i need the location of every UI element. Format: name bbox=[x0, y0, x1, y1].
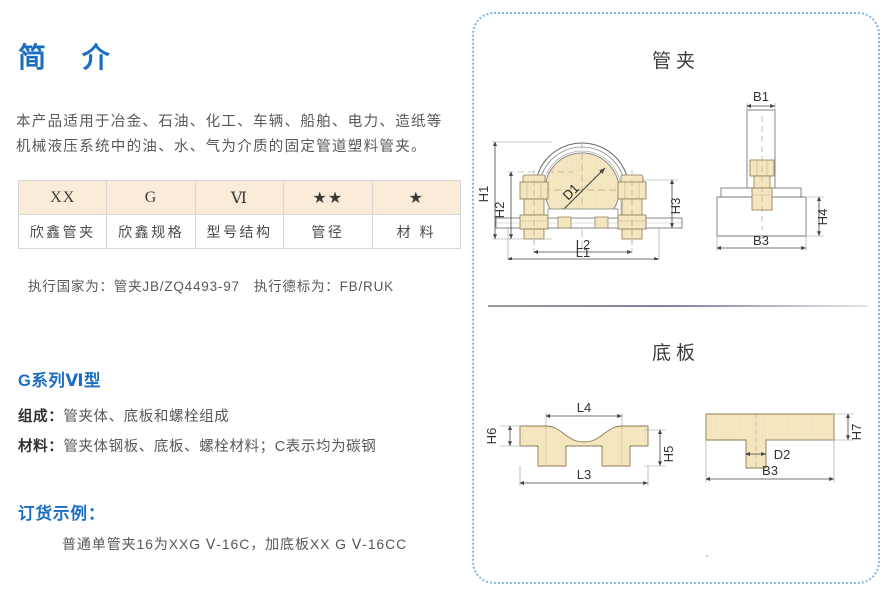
model-code-table: XX G Ⅵ ★★ ★ 欣鑫管夹 欣鑫规格 型号结构 管径 材 料 bbox=[17, 180, 462, 249]
label-h4: H4 bbox=[815, 209, 830, 226]
intro-column: 简 介 本产品适用于冶金、石油、化工、车辆、船舶、电力、造纸等机械液压系统中的油… bbox=[16, 42, 470, 554]
composition-line: 组成：管夹体、底板和螺栓组成 bbox=[18, 404, 470, 430]
table-cell-5: 材 料 bbox=[371, 214, 462, 249]
label-b3-plate: B3 bbox=[762, 463, 778, 478]
table-header-cell-2: G bbox=[106, 180, 196, 215]
tee-plate-shape bbox=[705, 413, 835, 469]
label-b1: B1 bbox=[753, 89, 769, 104]
diagram-panel: 管夹 bbox=[472, 12, 880, 584]
table-cell-3: 型号结构 bbox=[194, 214, 285, 249]
order-example-section: 订货示例： 普通单管夹16为XXG Ⅴ-16C，加底板XX G Ⅴ-16CC bbox=[18, 500, 470, 554]
table-header-cell-5: ★ bbox=[371, 180, 462, 215]
series-title: G系列Ⅵ型 bbox=[18, 372, 101, 390]
label-d2: D2 bbox=[774, 447, 791, 462]
table-cell-4: 管径 bbox=[283, 214, 373, 249]
material-line: 材料：管夹体钢板、底板、螺栓材料；C表示均为碳钢 bbox=[18, 434, 470, 460]
material-value: 管夹体钢板、底板、螺栓材料；C表示均为碳钢 bbox=[63, 439, 377, 455]
german-standard-value: FB/RUK bbox=[339, 279, 394, 294]
national-standard-value: 管夹JB/ZQ4493-97 bbox=[113, 279, 240, 294]
standards-line: 执行国家为：管夹JB/ZQ4493-97 执行德标为：FB/RUK bbox=[28, 275, 470, 295]
table-cell-1: 欣鑫管夹 bbox=[17, 214, 108, 249]
label-h2: H2 bbox=[492, 202, 507, 219]
clamp-diagram-title: 管夹 bbox=[651, 51, 700, 72]
table-cell-2: 欣鑫规格 bbox=[106, 214, 196, 249]
material-label: 材料： bbox=[18, 439, 64, 455]
composition-label: 组成： bbox=[18, 409, 64, 425]
series-section: G系列Ⅵ型 组成：管夹体、底板和螺栓组成 材料：管夹体钢板、底板、螺栓材料；C表… bbox=[18, 367, 470, 460]
table-header-cell-4: ★★ bbox=[283, 180, 373, 215]
label-h5: H5 bbox=[661, 446, 676, 463]
order-example-title: 订货示例： bbox=[18, 505, 106, 523]
intro-paragraph: 本产品适用于冶金、石油、化工、车辆、船舶、电力、造纸等机械液压系统中的油、水、气… bbox=[16, 114, 443, 155]
decorative-dot bbox=[706, 555, 708, 557]
section-divider bbox=[488, 305, 868, 307]
table-header-row: XX G Ⅵ ★★ ★ bbox=[17, 180, 462, 215]
national-standard-label: 执行国家为： bbox=[28, 279, 114, 294]
baseplate-technical-svg: L4 H6 H5 L3 bbox=[484, 400, 864, 486]
table-header-cell-3: Ⅵ bbox=[194, 180, 285, 215]
table-row: 欣鑫管夹 欣鑫规格 型号结构 管径 材 料 bbox=[17, 214, 462, 249]
clamp-technical-svg: H1 H2 H3 D1 L2 L1 B1 H4 B3 bbox=[476, 89, 830, 262]
baseplate-diagram-title: 底板 bbox=[651, 343, 700, 364]
order-example-text: 普通单管夹16为XXG Ⅴ-16C，加底板XX G Ⅴ-16CC bbox=[62, 536, 408, 552]
saddle-plate-shape bbox=[519, 425, 649, 467]
label-b3-side: B3 bbox=[753, 233, 769, 248]
page-title: 简 介 bbox=[18, 42, 124, 73]
label-l3: L3 bbox=[577, 467, 591, 482]
german-standard-label: 执行德标为： bbox=[253, 279, 340, 294]
label-l2: L2 bbox=[576, 237, 590, 252]
composition-value: 管夹体、底板和螺栓组成 bbox=[63, 409, 230, 425]
label-l1: L1 bbox=[576, 245, 590, 260]
label-h6: H6 bbox=[484, 428, 499, 445]
label-h1: H1 bbox=[476, 186, 491, 203]
table-header-cell-1: XX bbox=[17, 180, 108, 215]
clamp-drawing: H1 H2 H3 D1 L2 L1 B1 H4 B3 bbox=[474, 70, 882, 265]
label-h3: H3 bbox=[668, 198, 683, 215]
baseplate-drawing: L4 H6 H5 L3 bbox=[474, 384, 882, 529]
label-h7: H7 bbox=[849, 424, 864, 441]
label-l4: L4 bbox=[577, 400, 591, 415]
